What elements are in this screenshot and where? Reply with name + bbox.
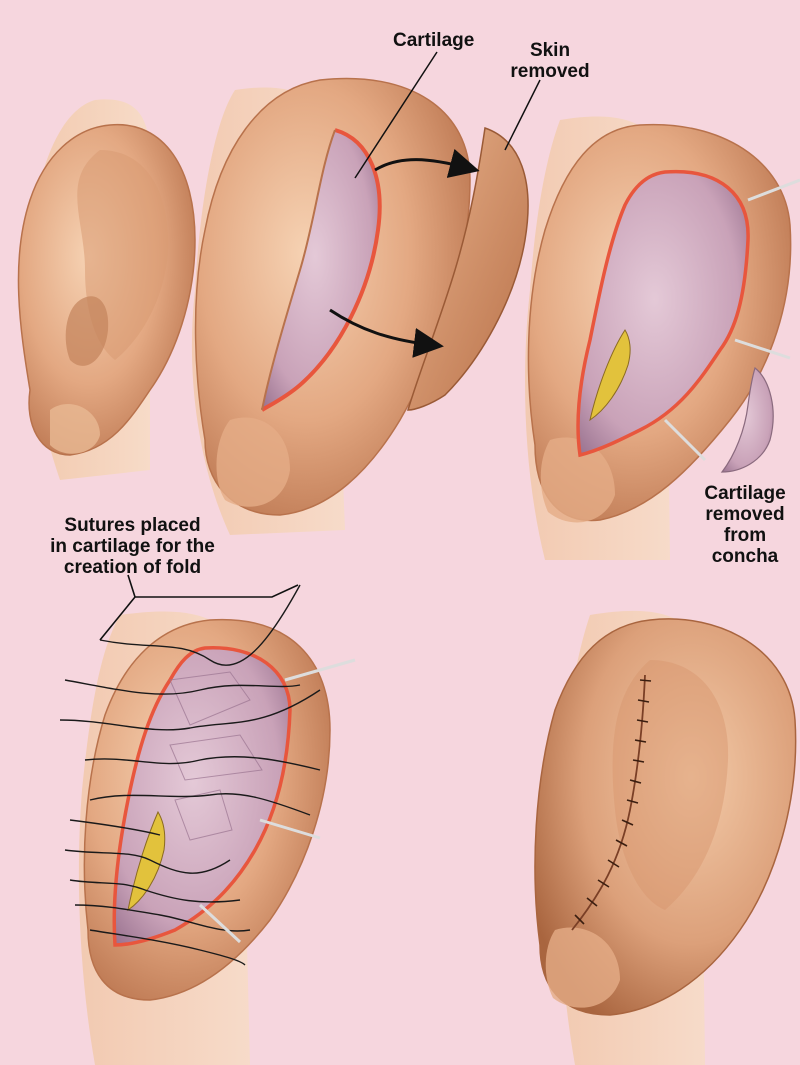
label-skin-removed: Skin removed [500, 40, 600, 82]
closed-incision-line [571, 674, 646, 931]
label-sutures-line-2: in cartilage for the [50, 536, 215, 557]
panel-5-closed-incision [534, 610, 797, 1065]
panel-1-normal-ear [17, 99, 196, 481]
label-skin-removed-line-1: Skin [529, 40, 571, 61]
stitch-marks [574, 679, 652, 925]
retractor-hook-6 [198, 903, 242, 944]
panel-4-sutures-placed [59, 574, 356, 1065]
label-skin-removed-line-2: removed [510, 61, 590, 82]
removed-concha-cartilage [720, 366, 774, 473]
panel-3-cartilage-exposed [525, 116, 800, 560]
leader-skin-removed [504, 79, 541, 151]
ear-outer-5 [534, 618, 797, 1016]
label-cartilage-removed-line-4: concha [711, 546, 779, 567]
retractor-hook-4 [284, 658, 356, 682]
label-sutures-line-1: Sutures placed [64, 515, 201, 536]
incision-edge-3 [576, 169, 750, 458]
retractor-hook-2 [734, 338, 791, 360]
label-sutures: Sutures placed in cartilage for the crea… [20, 515, 245, 578]
incision-edge-2 [260, 128, 382, 412]
sutures-bracket [99, 574, 299, 641]
arrow-lower [329, 308, 444, 358]
retractor-hook-3 [663, 418, 707, 462]
concha-fat-4 [127, 810, 166, 912]
suture-threads [59, 584, 321, 966]
retractor-hook-1 [747, 178, 800, 202]
exposed-cartilage-2 [262, 130, 380, 410]
panel-2-skin-incision [191, 51, 541, 535]
arrow-upper [374, 148, 480, 178]
label-sutures-line-3: creation of fold [63, 557, 202, 578]
label-cartilage-removed-line-1: Cartilage [704, 483, 786, 504]
incision-edge-4 [112, 646, 292, 947]
retractor-hook-5 [259, 818, 321, 840]
label-cartilage: Cartilage [393, 30, 474, 51]
label-cartilage-removed: Cartilage removed from concha [695, 483, 795, 567]
label-cartilage-removed-line-3: from [723, 525, 767, 546]
concha-fat-3 [589, 329, 631, 422]
label-cartilage-removed-line-2: removed [705, 504, 785, 525]
label-cartilage-text: Cartilage [393, 30, 475, 51]
leader-cartilage [354, 51, 438, 179]
